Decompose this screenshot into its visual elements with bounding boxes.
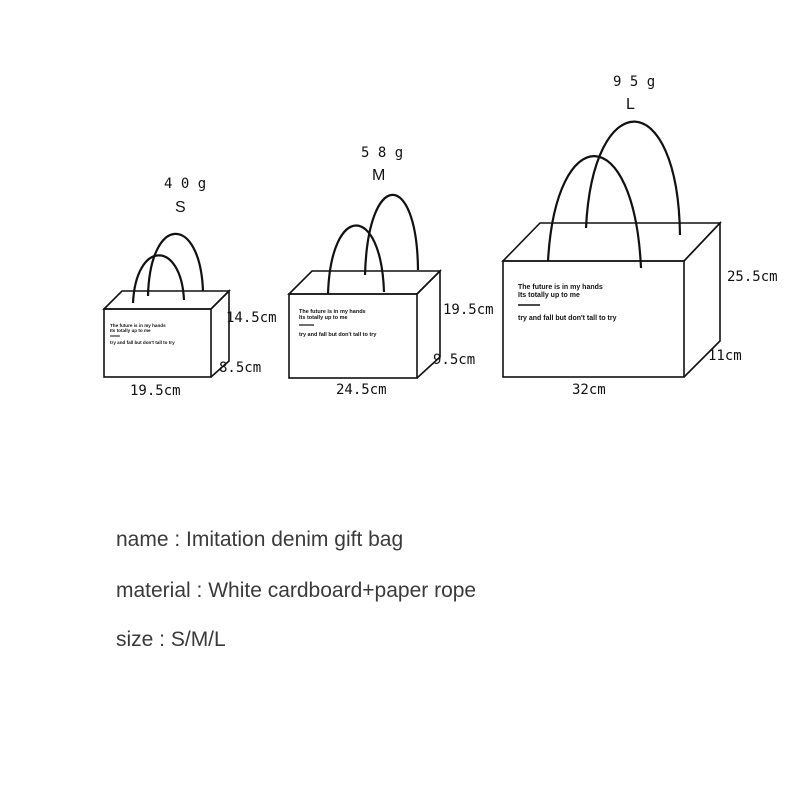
bag-small-slogan-line3: try and fall but don't tall to try xyxy=(110,340,175,345)
bag-medium-slogan-line2: Its totally up to me xyxy=(299,315,348,321)
bag-large-handle-front xyxy=(546,155,643,269)
bag-large-weight: 9 5 g xyxy=(613,74,655,90)
bag-medium-size-letter: M xyxy=(372,167,385,184)
bag-small-front-face xyxy=(103,308,212,378)
bag-small-width-label: 19.5cm xyxy=(130,383,181,399)
bag-small-handle-front xyxy=(131,254,186,304)
bag-small-depth-label: 8.5cm xyxy=(219,360,261,376)
bag-small-height-label: 14.5cm xyxy=(226,310,277,326)
bag-small-slogan-line1: The future is in my hands xyxy=(110,323,166,328)
bag-large-slogan-line1: The future is in my hands xyxy=(518,284,603,291)
spec-size: size : S/M/L xyxy=(116,628,226,651)
bag-large-slogan-line2: Its totally up to me xyxy=(518,292,580,299)
bag-large-height-label: 25.5cm xyxy=(727,269,778,285)
bag-large: The future is in my hands Its totally up… xyxy=(501,74,778,398)
bag-large-width-label: 32cm xyxy=(572,382,606,398)
bag-small: The future is in my hands Its totally up… xyxy=(102,176,277,399)
bag-large-depth-label: 11cm xyxy=(708,348,742,364)
bag-medium-front-face xyxy=(288,293,418,379)
bag-medium-width-label: 24.5cm xyxy=(336,382,387,398)
bag-large-handle-back xyxy=(584,120,682,236)
bag-small-top-face xyxy=(102,290,231,310)
bag-large-size-letter: L xyxy=(626,96,635,113)
bag-medium-weight: 5 8 g xyxy=(361,145,403,161)
spec-material: material : White cardboard+paper rope xyxy=(116,579,477,602)
bag-medium-height-label: 19.5cm xyxy=(443,302,494,318)
bag-medium-depth-label: 9.5cm xyxy=(433,352,475,368)
bag-medium-slogan-line1: The future is in my hands xyxy=(299,309,366,315)
bag-medium-slogan-line3: try and fall but don't tall to try xyxy=(299,332,377,338)
bag-small-size-letter: S xyxy=(175,199,186,216)
bag-small-side-face xyxy=(210,289,230,378)
bag-small-handle-back xyxy=(146,232,205,297)
spec-name: name : Imitation denim gift bag xyxy=(116,528,404,551)
bag-large-top-face xyxy=(501,222,722,262)
bag-small-weight: 4 0 g xyxy=(164,176,206,192)
bag-large-side-face xyxy=(683,220,721,378)
bag-large-front-face xyxy=(502,260,685,378)
bag-medium-handle-back xyxy=(363,193,420,276)
bag-small-slogan-line2: Its totally up to me xyxy=(110,328,151,333)
bag-medium-side-face xyxy=(416,269,441,379)
bag-medium: The future is in my hands Its totally up… xyxy=(287,145,494,398)
bag-large-slogan-line3: try and fall but don't tall to try xyxy=(518,315,617,322)
bag-medium-handle-front xyxy=(326,224,386,295)
